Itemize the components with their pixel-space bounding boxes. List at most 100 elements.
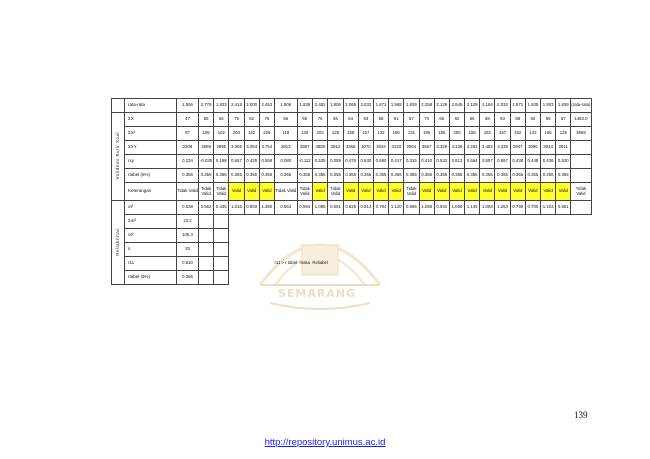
empty-cell bbox=[449, 243, 464, 257]
value-cell: 0.355 bbox=[243, 168, 260, 183]
empty-cell bbox=[274, 243, 297, 257]
value-cell: 2.778 bbox=[197, 98, 215, 113]
value-cell: 3.308 bbox=[228, 140, 245, 155]
value-cell: 1.068 bbox=[448, 200, 466, 215]
value-cell: 70 bbox=[418, 112, 435, 127]
value-cell: 2.194 bbox=[479, 98, 496, 113]
empty-cell bbox=[328, 243, 343, 257]
value-cell: 3.754 bbox=[258, 140, 275, 155]
value-cell: 0.448 bbox=[524, 154, 542, 169]
empty-cell bbox=[510, 257, 525, 271]
empty-cell bbox=[358, 229, 373, 243]
value-cell: 0.814 bbox=[357, 200, 374, 215]
value-cell: 1.806 bbox=[327, 98, 344, 113]
value-cell: 1.968 bbox=[388, 98, 405, 113]
value-cell: 2.129 bbox=[433, 98, 450, 113]
value-cell: 146 bbox=[296, 126, 313, 141]
value-cell: 2812 bbox=[327, 140, 344, 155]
value-cell: Valid bbox=[243, 182, 260, 201]
value-cell: 55 bbox=[197, 112, 215, 127]
value-cell: 0.530 bbox=[555, 154, 572, 169]
empty-cell bbox=[556, 271, 571, 285]
empty-cell bbox=[510, 215, 525, 229]
value-cell: Valid bbox=[228, 182, 245, 201]
empty-cell bbox=[571, 257, 591, 271]
value-cell: 2.258 bbox=[418, 98, 435, 113]
value-cell: 0.355 bbox=[433, 168, 450, 183]
value-cell: 0.661 bbox=[327, 200, 344, 215]
value-cell: Valid bbox=[311, 182, 329, 201]
repository-link[interactable]: http://repository.unimus.ac.id bbox=[264, 437, 386, 448]
value-cell: 0.355 bbox=[464, 168, 481, 183]
row-label: Σσi² bbox=[124, 214, 177, 229]
empty-cell bbox=[541, 271, 556, 285]
value-cell: 155 bbox=[433, 126, 450, 141]
value-cell: Tidak Valid bbox=[327, 182, 344, 201]
value-cell: 158 bbox=[342, 126, 359, 141]
value-cell: 2.065 bbox=[342, 98, 359, 113]
value-cell: -0.035 bbox=[197, 154, 215, 169]
value-cell: Valid bbox=[464, 182, 481, 201]
value-cell: 61 bbox=[388, 112, 405, 127]
first-item-cell: 87 bbox=[176, 126, 199, 141]
value-cell: 0.198 bbox=[213, 154, 230, 169]
empty-cell bbox=[419, 243, 434, 257]
value-cell: 60 bbox=[296, 112, 313, 127]
value-cell: 0.798 bbox=[509, 200, 526, 215]
value-cell: 2.129 bbox=[464, 98, 481, 113]
value-cell: 1.120 bbox=[388, 200, 405, 215]
value-cell: Valid bbox=[479, 182, 496, 201]
value-cell: 0.438 bbox=[509, 154, 526, 169]
empty-cell bbox=[259, 271, 274, 285]
section-label-reliabilitas: Reliabilitas bbox=[111, 200, 125, 285]
value-cell: 2813 bbox=[273, 140, 298, 155]
empty-cell bbox=[274, 215, 297, 229]
value-cell: Tidak Valid bbox=[570, 182, 592, 201]
value-cell: Valid bbox=[555, 182, 572, 201]
value-cell: 2947 bbox=[509, 140, 526, 155]
value-cell bbox=[570, 168, 592, 183]
value-cell: 1.871 bbox=[372, 98, 390, 113]
empty-cell bbox=[465, 229, 480, 243]
first-item-cell: 0.638 bbox=[176, 200, 199, 215]
empty-cell bbox=[328, 229, 343, 243]
empty-cell bbox=[328, 257, 343, 271]
value-cell: 128 bbox=[327, 126, 344, 141]
value-cell: 155 bbox=[540, 126, 557, 141]
row-label: rata-rata bbox=[124, 98, 177, 113]
empty-cell bbox=[259, 229, 274, 243]
empty-cell bbox=[213, 256, 230, 271]
value-cell: 1.839 bbox=[555, 98, 572, 113]
value-cell: 250 bbox=[448, 126, 466, 141]
empty-cell bbox=[229, 243, 244, 257]
first-item-cell: 105.3 bbox=[176, 228, 199, 243]
value-cell: 0.355 bbox=[524, 168, 542, 183]
value-cell: 1.935 bbox=[524, 98, 542, 113]
empty-cell bbox=[229, 229, 244, 243]
empty-cell bbox=[419, 229, 434, 243]
value-cell: 3.335 bbox=[494, 140, 511, 155]
value-cell: 3868 bbox=[570, 126, 592, 141]
value-cell: 0.664 bbox=[464, 154, 481, 169]
empty-cell bbox=[358, 243, 373, 257]
watermark-text: SEMARANG bbox=[278, 287, 357, 300]
value-cell: 0.680 bbox=[372, 154, 390, 169]
value-cell bbox=[570, 154, 592, 169]
empty-cell bbox=[244, 271, 259, 285]
value-cell: 0.355 bbox=[372, 168, 390, 183]
row-label: rtabel (5%) bbox=[124, 168, 177, 183]
value-cell: 0.825 bbox=[342, 200, 359, 215]
value-cell: 62 bbox=[243, 112, 260, 127]
value-cell: 0.355 bbox=[228, 168, 245, 183]
value-cell: 0.651 bbox=[555, 200, 572, 215]
value-cell: 63 bbox=[494, 112, 511, 127]
value-cell: 0.355 bbox=[213, 168, 230, 183]
empty-cell bbox=[259, 215, 274, 229]
value-cell: 4.138 bbox=[448, 140, 466, 155]
value-cell: 0.784 bbox=[372, 200, 390, 215]
